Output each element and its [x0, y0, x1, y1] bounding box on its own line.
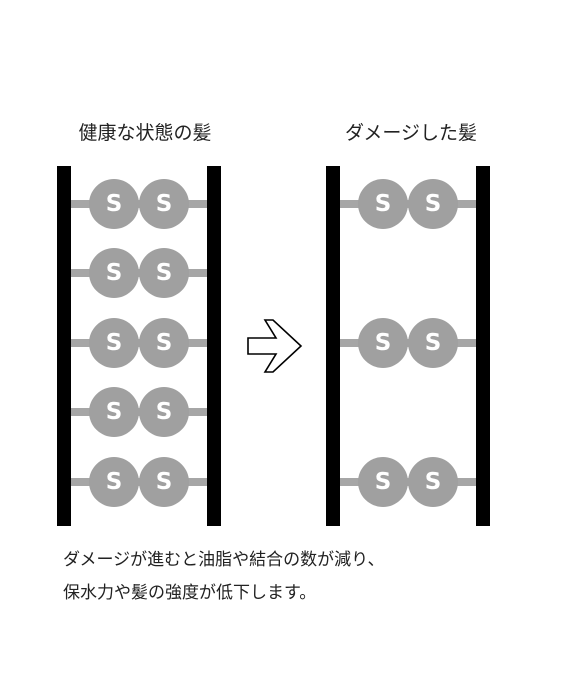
healthy-left-rail — [57, 166, 71, 526]
s-bead: S — [139, 387, 189, 437]
s-bead: S — [358, 179, 408, 229]
s-bead: S — [89, 387, 139, 437]
s-bead: S — [408, 457, 458, 507]
s-bead: S — [89, 457, 139, 507]
s-bead: S — [139, 248, 189, 298]
damaged-left-rail — [326, 166, 340, 526]
damaged-hair-title: ダメージした髪 — [344, 122, 478, 144]
caption-line-2: 保水力や髪の強度が低下します。 — [63, 583, 317, 603]
right-arrow-outline-icon — [247, 319, 303, 373]
s-bead: S — [139, 179, 189, 229]
s-bead: S — [89, 248, 139, 298]
caption-line-1: ダメージが進むと油脂や結合の数が減り、 — [63, 550, 385, 570]
s-bead: S — [139, 457, 189, 507]
s-bead: S — [358, 457, 408, 507]
healthy-hair-title: 健康な状態の髪 — [78, 122, 212, 144]
healthy-right-rail — [207, 166, 221, 526]
s-bead: S — [89, 179, 139, 229]
s-bead: S — [139, 318, 189, 368]
s-bead: S — [89, 318, 139, 368]
s-bead: S — [408, 179, 458, 229]
s-bead: S — [408, 318, 458, 368]
s-bead: S — [358, 318, 408, 368]
damaged-right-rail — [476, 166, 490, 526]
